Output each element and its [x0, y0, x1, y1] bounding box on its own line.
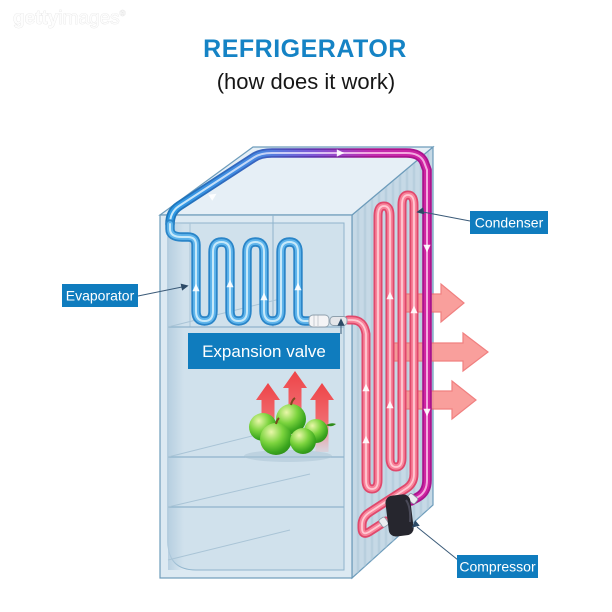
callout-evaporator: Evaporator — [62, 282, 190, 307]
evaporator-pipe-highlight — [169, 223, 314, 322]
label-box — [457, 555, 538, 578]
page-title: REFRIGERATOR — [203, 35, 407, 63]
pointer-line — [422, 211, 471, 222]
pipe-connector — [378, 516, 389, 528]
compressor — [378, 493, 418, 537]
heat-exhaust-arrows — [393, 282, 489, 421]
apples — [244, 397, 336, 462]
label-evaporator: Evaporator — [66, 288, 135, 304]
evaporator-coil — [165, 219, 318, 326]
condenser-coil — [343, 190, 419, 538]
label-box — [188, 333, 340, 369]
apple — [290, 428, 316, 454]
compressor-highlight — [405, 499, 412, 523]
callout-expansion-valve: Expansion valve — [188, 318, 345, 369]
pointer-line — [137, 286, 183, 297]
apple-stem — [290, 397, 296, 406]
label-box — [470, 211, 548, 234]
heat-arrow-icon — [402, 282, 465, 324]
apple-shadow — [244, 450, 332, 462]
interior-left-wall-shade — [168, 223, 184, 570]
callout-condenser: Condenser — [415, 207, 548, 234]
apple — [260, 423, 292, 455]
condenser-pipe-highlight — [347, 194, 415, 535]
watermark-text: gettyimages® — [13, 8, 126, 29]
heat-arrow-icon — [397, 379, 477, 421]
refrigerant-return-pipe — [165, 148, 432, 506]
hot-pipe-highlight — [169, 152, 428, 502]
label-compressor: Compressor — [459, 559, 536, 575]
valve-segment — [308, 314, 330, 328]
label-condenser: Condenser — [475, 215, 544, 231]
valve-bands — [313, 315, 319, 327]
apple-leaf — [326, 423, 336, 427]
expansion-valve-component — [308, 314, 348, 328]
gettyimages-watermark: gettyimages® — [13, 8, 126, 30]
label-expansion-valve: Expansion valve — [202, 342, 326, 361]
apple-stem — [275, 417, 280, 425]
compressor-body — [385, 494, 414, 537]
label-box — [62, 284, 138, 307]
callout-compressor: Compressor — [409, 520, 538, 578]
pointer-line — [416, 526, 459, 561]
page-subtitle: (how does it work) — [217, 69, 396, 94]
